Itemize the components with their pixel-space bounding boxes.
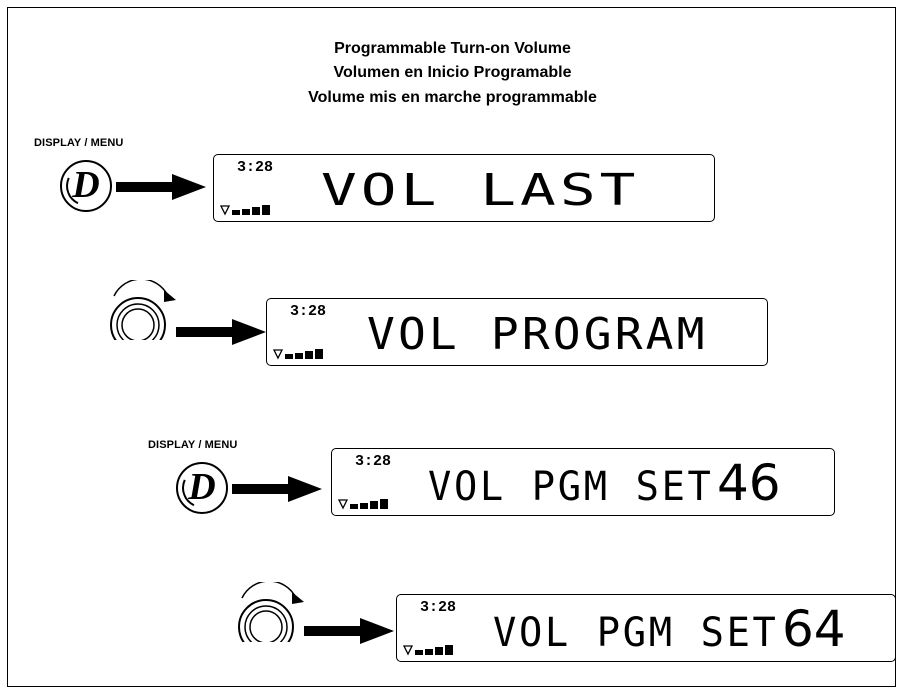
display-menu-label-1: DISPLAY / MENU (34, 137, 124, 149)
lcd-screen-4: 3:28 VOL PGM SET 64 (396, 594, 896, 662)
lcd-main-text: VOL PGM SET (493, 609, 779, 657)
right-arrow-icon (116, 174, 206, 200)
lcd-screen-2: 3:28 VOL PROGRAM (266, 298, 768, 366)
display-glyph: D (72, 164, 100, 206)
right-arrow-icon (304, 618, 394, 644)
title-spanish: Volumen en Inicio Programable (333, 64, 572, 81)
lcd-screen-1: 3:28 VOL LAST (213, 154, 715, 222)
signal-strength-icon (273, 349, 323, 360)
rotary-knob-icon[interactable] (228, 582, 304, 642)
lcd-main-text: VOL LAST (321, 165, 640, 216)
diagram-frame (7, 7, 896, 687)
lcd-main-text: VOL PROGRAM (367, 309, 708, 360)
signal-strength-icon (338, 499, 388, 510)
signal-strength-icon (220, 205, 270, 216)
display-glyph: D (188, 466, 216, 508)
lcd-time: 3:28 (420, 599, 457, 616)
lcd-time: 3:28 (290, 303, 327, 320)
right-arrow-icon (232, 476, 322, 502)
signal-strength-icon (403, 645, 453, 656)
lcd-main-text: VOL PGM SET (428, 463, 714, 511)
lcd-time: 3:28 (355, 453, 392, 470)
display-button-icon[interactable]: D (60, 160, 112, 212)
lcd-time: 3:28 (237, 159, 274, 176)
right-arrow-icon (176, 319, 266, 345)
display-button-icon[interactable]: D (176, 462, 228, 514)
display-menu-label-2: DISPLAY / MENU (148, 439, 238, 451)
lcd-screen-3: 3:28 VOL PGM SET 46 (331, 448, 835, 516)
rotary-knob-icon[interactable] (100, 280, 176, 340)
title-english: Programmable Turn-on Volume (334, 40, 571, 57)
title-french: Volume mis en marche programmable (308, 89, 597, 106)
lcd-volume-value: 46 (717, 454, 781, 512)
lcd-volume-value: 64 (782, 600, 846, 658)
